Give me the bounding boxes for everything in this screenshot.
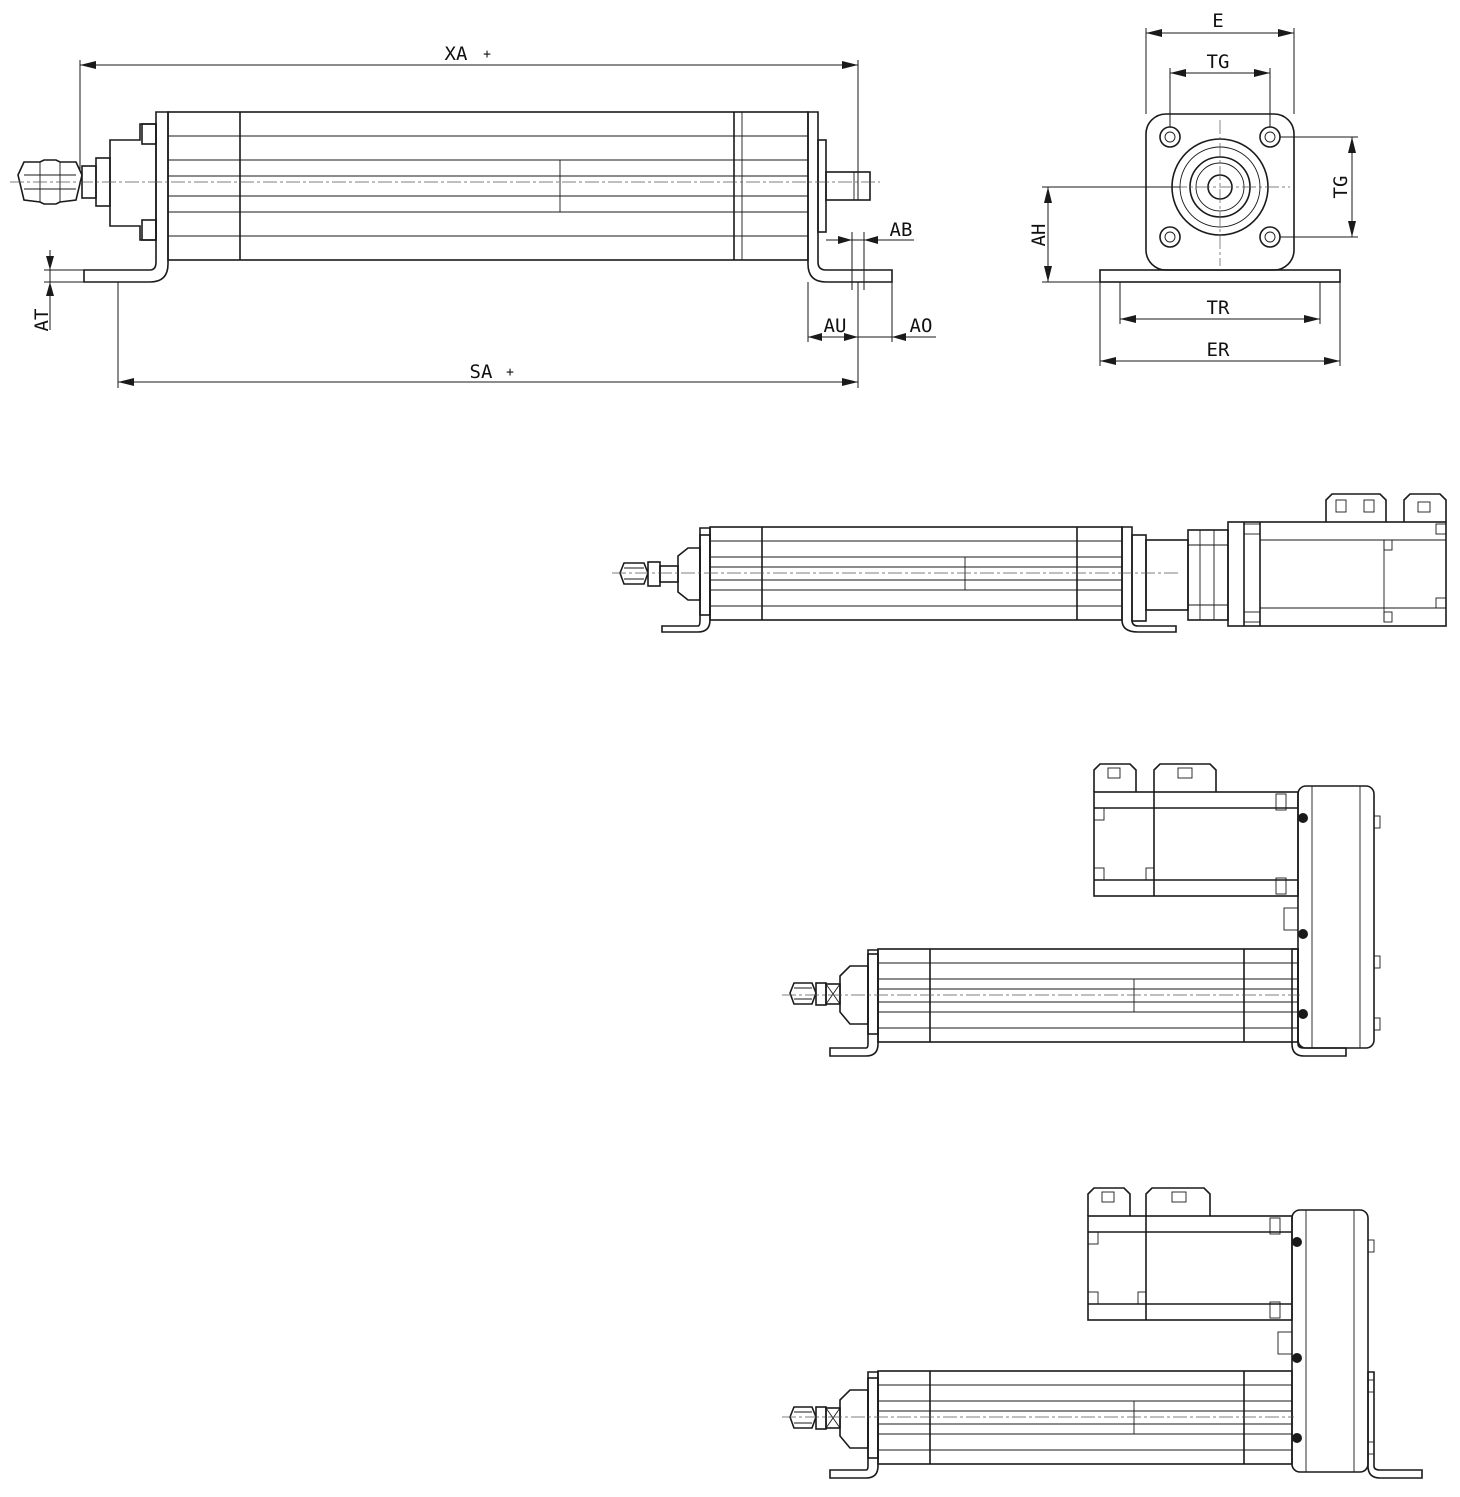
dim-ab: AB: [826, 219, 914, 290]
variant-parallel-motor-two-brackets: [782, 1187, 1423, 1479]
label-ab: AB: [890, 219, 913, 241]
label-ao: AO: [910, 315, 933, 337]
label-sa: SA: [470, 361, 493, 383]
dim-xa: XA +: [79, 43, 859, 200]
variant-parallel-motor-one-bracket: [782, 763, 1381, 1057]
label-au: AU: [824, 315, 847, 337]
variant-inline-motor: [612, 493, 1447, 633]
dim-sa: SA +: [117, 282, 859, 388]
dim-er: ER: [1099, 282, 1341, 366]
dim-at: AT: [31, 250, 84, 331]
side-view: XA + SA + AT AB: [10, 43, 936, 388]
rear-cap: [817, 139, 871, 233]
dim-ah: AH: [1028, 186, 1180, 283]
cylinder-barrel: [167, 111, 809, 261]
dim-e: E: [1145, 10, 1295, 114]
label-tg-side: TG: [1330, 176, 1352, 199]
label-ah: AH: [1028, 224, 1050, 247]
rear-foot-bracket: [807, 111, 893, 283]
end-view: E TG TG AH: [1028, 10, 1358, 366]
dim-tr: TR: [1119, 282, 1321, 324]
label-xa-mark: +: [483, 47, 491, 62]
label-tg-top: TG: [1207, 51, 1230, 73]
dim-tg-side: TG: [1280, 136, 1358, 238]
label-er: ER: [1207, 339, 1230, 361]
label-e: E: [1212, 10, 1223, 32]
dim-tg-top: TG: [1169, 51, 1271, 127]
motor-connectors: [1325, 493, 1447, 522]
label-xa: XA: [445, 43, 468, 65]
dim-au-ao: AU AO: [807, 282, 936, 342]
label-tr: TR: [1207, 297, 1230, 319]
label-sa-mark: +: [506, 365, 514, 380]
label-at: AT: [31, 309, 53, 332]
